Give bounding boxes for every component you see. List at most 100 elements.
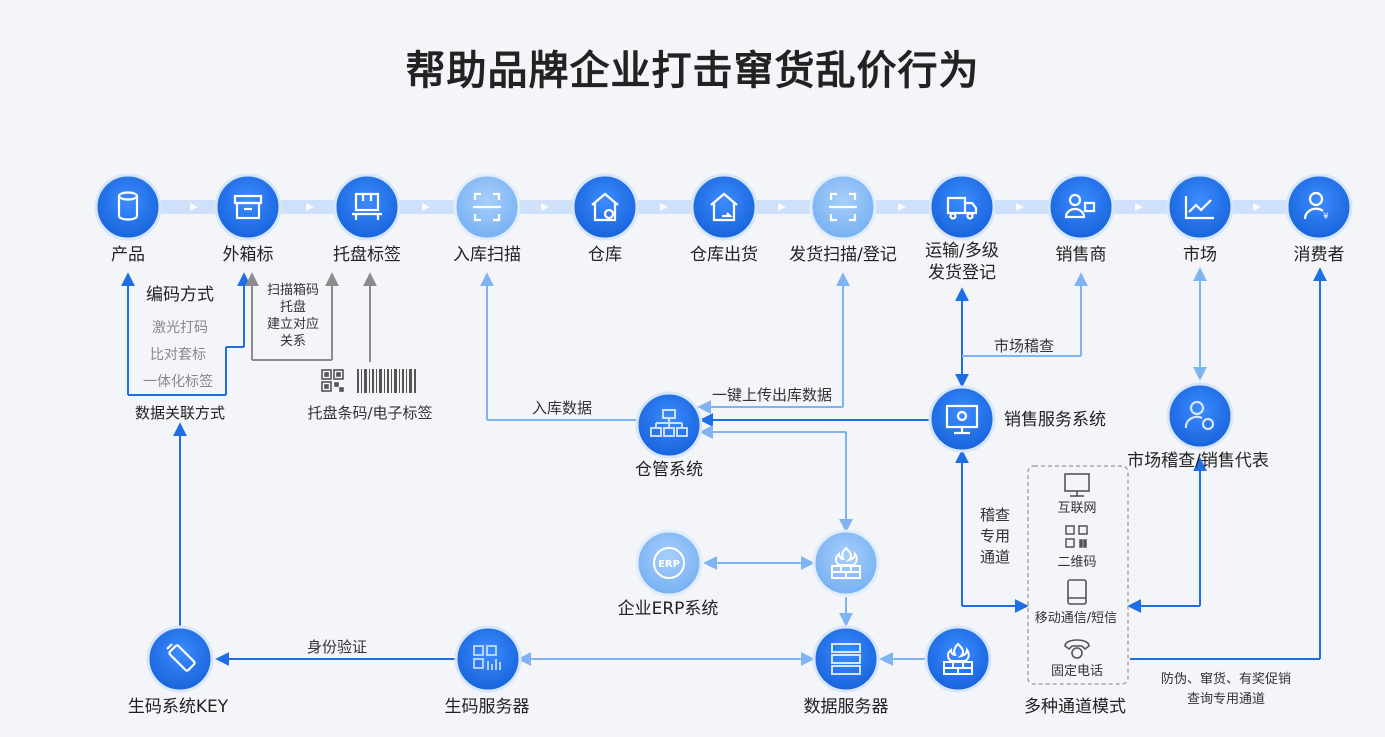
edge-label-inspect-1: 稽查 — [980, 506, 1010, 524]
pallet-note-1: 扫描箱码 — [267, 282, 319, 298]
edge-wms-firewall — [699, 425, 853, 533]
node-carton: 外箱标 — [214, 173, 282, 265]
node-warehouse-out: 仓库出货 — [690, 173, 758, 265]
node-label-carton: 外箱标 — [223, 245, 274, 265]
box-icon — [233, 194, 263, 220]
edge-label-auth: 身份验证 — [307, 638, 367, 656]
pallet-note-4: 关系 — [280, 334, 306, 349]
warehouse-icon — [591, 192, 619, 222]
channel-qrcode: 二维码 — [1057, 525, 1097, 570]
edge-inbound-data — [480, 272, 636, 421]
node-label-consumer: 消费者 — [1294, 245, 1345, 265]
channel-label-landline: 固定电话 — [1051, 664, 1103, 679]
encoding-link-label: 数据关联方式 — [135, 404, 225, 422]
monitor-icon — [1064, 473, 1090, 497]
node-sales-system: 销售服务系统 — [928, 385, 1106, 453]
edge-label-inbound-data: 入库数据 — [532, 399, 592, 417]
node-warehouse: 仓库 — [571, 173, 639, 265]
channel-landline: 固定电话 — [1051, 639, 1103, 679]
channel-label-internet: 互联网 — [1057, 501, 1096, 516]
monitor-gear-icon — [945, 404, 979, 435]
encoding-method-integrated: 一体化标签 — [143, 373, 213, 390]
qr-code-icon — [321, 369, 344, 392]
node-pallet-tag: 托盘标签 — [333, 173, 401, 265]
barcode-icon — [357, 369, 416, 393]
track-arrows — [190, 203, 1261, 211]
node-label-dealer: 销售商 — [1056, 245, 1107, 265]
edge-upload-out — [697, 272, 850, 414]
node-label-inbound-scan: 入库扫描 — [453, 245, 521, 265]
firewall-icon — [831, 546, 861, 579]
scan-icon — [473, 192, 501, 222]
node-erp: ERP 企业ERP系统 — [618, 529, 719, 619]
node-label-transport: 运输/多级 — [925, 241, 999, 261]
erp-icon: ERP — [653, 547, 685, 579]
pallet-note-3: 建立对应 — [267, 316, 319, 332]
node-dealer: 销售商 — [1047, 173, 1115, 265]
edge-market-inspect — [955, 272, 1088, 388]
consumer-icon: ¥ — [1303, 191, 1329, 222]
encoding-method-laser: 激光打码 — [152, 319, 208, 336]
node-data-server: 数据服务器 — [804, 625, 889, 717]
node-market: 市场 — [1166, 173, 1234, 265]
chart-icon — [1184, 196, 1214, 220]
edge-label-market-inspect: 市场稽查 — [994, 337, 1054, 355]
node-label-pallet-tag: 托盘标签 — [333, 245, 401, 265]
svg-text:ERP: ERP — [658, 559, 680, 570]
truck-icon — [946, 196, 978, 220]
svg-text:¥: ¥ — [1323, 212, 1329, 222]
inspector-icon — [1184, 400, 1215, 431]
edge-inspect-channel — [955, 449, 1207, 613]
cylinder-icon — [117, 191, 139, 221]
firewall-icon — [943, 642, 973, 675]
node-code-server: 生码服务器 — [445, 625, 530, 717]
encoding-method-compare: 比对套标 — [150, 347, 206, 363]
qr-code-icon — [1065, 525, 1088, 548]
node-label-warehouse-out: 仓库出货 — [690, 245, 758, 265]
node-label-ship-scan: 发货扫描/登记 — [789, 245, 897, 265]
edge-label-anti-fake-2: 查询专用通道 — [1187, 692, 1265, 707]
channel-box — [1027, 465, 1129, 685]
node-label-warehouse: 仓库 — [588, 245, 622, 265]
encoding-bracket — [121, 272, 251, 396]
server-icon — [831, 643, 861, 675]
page-title: 帮助品牌企业打击窜货乱价行为 — [405, 48, 980, 94]
node-product: 产品 — [94, 173, 162, 265]
node-code-key: 生码系统KEY — [128, 625, 229, 717]
node-firewall — [812, 529, 880, 597]
node-label-market: 市场 — [1183, 245, 1217, 265]
node-label-code-server: 生码服务器 — [445, 697, 530, 717]
pallet-code-label: 托盘条码/电子标签 — [307, 404, 432, 422]
node-label-code-key: 生码系统KEY — [128, 697, 229, 717]
node-inbound-scan: 入库扫描 — [453, 173, 521, 265]
channel-internet: 互联网 — [1057, 473, 1097, 516]
node-label-sales-system: 销售服务系统 — [1004, 410, 1106, 430]
hierarchy-icon — [650, 409, 688, 437]
node-label-data-server: 数据服务器 — [804, 697, 889, 717]
encoding-title: 编码方式 — [146, 285, 214, 305]
edge-label-anti-fake-1: 防伪、窜货、有奖促销 — [1161, 671, 1291, 687]
node-label-transport-2: 发货登记 — [928, 263, 996, 283]
node-label-erp: 企业ERP系统 — [618, 599, 719, 619]
grid-bar-icon — [473, 645, 501, 670]
node-consumer: ¥ 消费者 — [1285, 173, 1353, 265]
node-label-wms: 仓管系统 — [635, 460, 703, 480]
node-inspector: 市场稽查/销售代表 — [1127, 382, 1269, 471]
edge-label-upload-out: 一键上传出库数据 — [712, 386, 832, 404]
edge-label-inspect-2: 专用 — [980, 527, 1010, 545]
channel-mobile: 移动通信/短信 — [1035, 579, 1117, 626]
node-wms: 仓管系统 — [635, 391, 703, 480]
node-multi-channel: 多种通道模式 — [924, 625, 1126, 717]
edge-anti-fake — [1130, 267, 1327, 660]
telephone-icon — [1064, 639, 1090, 659]
node-label-product: 产品 — [111, 245, 145, 265]
channel-label-mobile: 移动通信/短信 — [1035, 611, 1117, 626]
channel-label-qrcode: 二维码 — [1057, 555, 1096, 570]
node-ship-scan: 发货扫描/登记 — [789, 173, 897, 265]
edge-label-inspect-3: 通道 — [980, 548, 1010, 566]
warehouse-out-icon — [710, 192, 738, 222]
node-label-multi-channel: 多种通道模式 — [1024, 697, 1126, 717]
dealer-icon — [1064, 193, 1096, 219]
pallet-bracket — [245, 272, 377, 362]
